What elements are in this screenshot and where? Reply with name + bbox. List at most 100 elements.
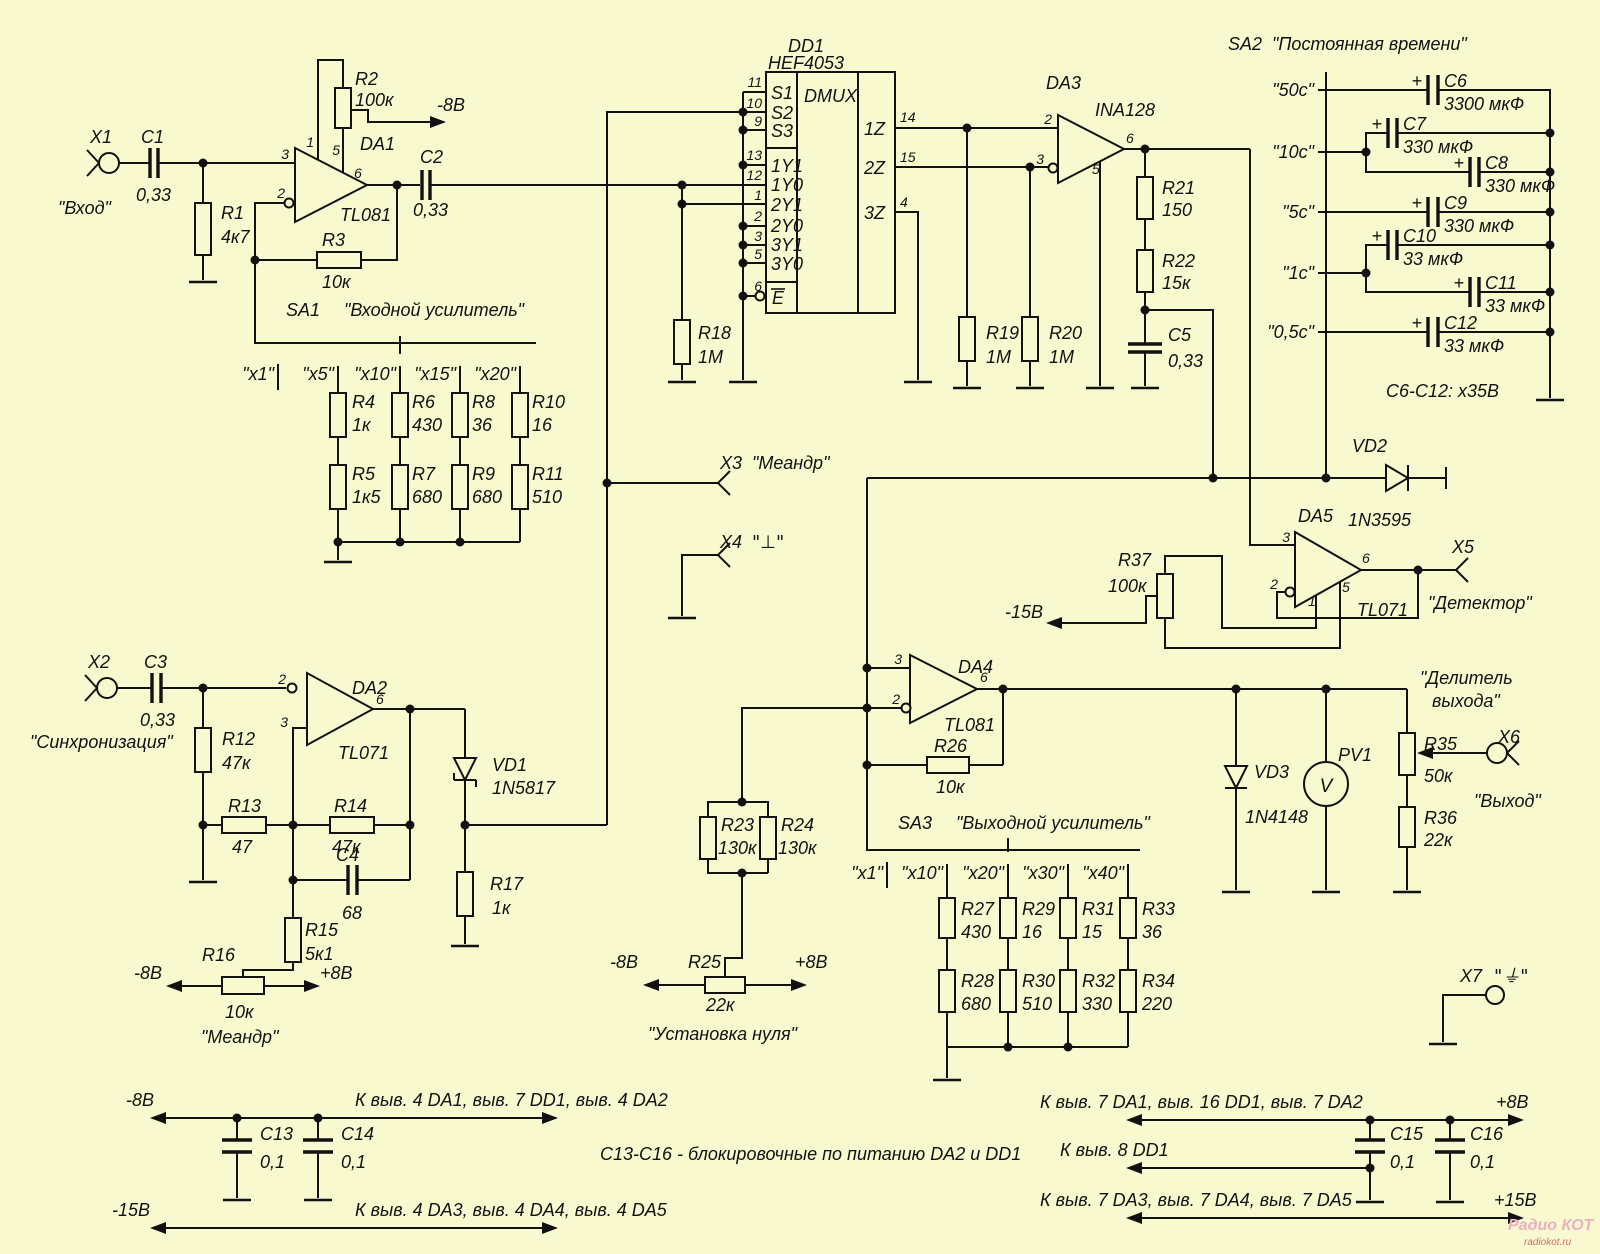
dd1-pin-s3: S3 [771,121,793,141]
r18-ref: R18 [698,323,731,343]
labels-detector: VD2 1N3595 DA5 TL071 3 2 6 5 1 R37 100к … [1005,436,1533,622]
r23-ref: R23 [721,815,754,835]
resistor-r32 [1059,969,1077,1013]
r16-ref: R16 [202,945,236,965]
capacitor-c14 [303,1138,333,1154]
da1-ref: DA1 [360,134,395,154]
da1-pin6: 6 [354,165,362,181]
resistor-r28 [938,969,956,1013]
sa1-pos-x20: "x20" [474,364,517,384]
capacitor-c2 [420,170,432,200]
c11-val: 33 мкФ [1485,296,1545,316]
resistor-r1 [194,202,212,256]
vd1-part: 1N5817 [492,778,556,798]
diode-vd3 [1223,765,1249,791]
dd1-n15: 15 [900,149,916,165]
r22-ref: R22 [1162,251,1195,271]
c6-val: 3300 мкФ [1444,94,1524,114]
capacitor-c11 [1468,277,1481,307]
c12-ref: C12 [1444,313,1477,333]
rail-l2-text: К выв. 4 DA3, выв. 4 DA4, выв. 4 DA5 [355,1200,668,1220]
resistor-r20 [1021,316,1039,362]
r28-ref: R28 [961,971,994,991]
c16-ref: C16 [1470,1124,1504,1144]
r17-val: 1к [492,898,512,918]
dd1-pin-3y1: 3Y1 [771,235,803,255]
supply-m15-da5: -15В [1005,602,1043,622]
r12-val: 47к [222,753,252,773]
c12-val: 33 мкФ [1444,336,1504,356]
resistor-r26 [926,756,970,774]
c15-ref: C15 [1390,1124,1424,1144]
dd1-n6: 6 [754,278,762,294]
dd1-n9: 9 [754,113,762,129]
c14-val: 0,1 [341,1152,366,1172]
r8-ref: R8 [472,392,495,412]
c3-val: 0,33 [140,710,175,730]
sa1-pos-x5: "x5" [302,364,335,384]
resistor-r31 [1059,897,1077,939]
c4-ref: C4 [336,845,359,865]
c5-ref: C5 [1168,325,1192,345]
r4-ref: R4 [352,392,375,412]
r30-ref: R30 [1022,971,1055,991]
pv1-ref: PV1 [1338,745,1372,765]
watermark: Радио КОТ radiokot.ru [1508,1217,1595,1248]
r19-ref: R19 [986,323,1019,343]
dd1-pin-2z: 2Z [863,158,886,178]
x3-ref: X3 [719,453,742,473]
r28-val: 680 [961,994,991,1014]
x1-label: "Вход" [58,198,113,218]
rail-m15: -15В [112,1200,150,1220]
resistor-r24 [759,816,777,860]
labels-sa1-divider: "x1" "x5" "x10" "x15" "x20" R4 1к R5 1к5… [242,364,565,507]
labels-sa3-divider: "x1" "x10" "x20" "x30" "x40" R27 430 R28… [851,863,1175,1014]
opamp-da2 [306,671,376,747]
c11-plus: + [1453,273,1464,293]
da5-pin2: 2 [1269,576,1278,592]
dd1-pin-3z: 3Z [864,203,886,223]
r20-ref: R20 [1049,323,1082,343]
c9-ref: C9 [1444,193,1467,213]
r13-val: 47 [232,837,253,857]
sa3-pos-x40: "x40" [1082,863,1125,883]
resistor-r21 [1136,176,1154,220]
da4-pin6: 6 [980,669,988,685]
divider-label-2: выхода" [1432,691,1501,711]
labels-x3-x4: X3 "Меандр" X4 "⊥" [719,453,831,553]
sa2-pos-05s: "0,5с" [1267,322,1315,342]
c1-ref: C1 [141,127,164,147]
c4-val: 68 [342,903,362,923]
r34-ref: R34 [1142,971,1175,991]
dd1-ref: DD1 [788,36,824,56]
r23-val: 130к [718,838,758,858]
c13-ref: C13 [260,1124,293,1144]
dd1-n2: 2 [753,208,762,224]
diode-vd1 [452,757,478,783]
meandr-note: "Меандр" [201,1027,280,1047]
dd1-pin-s2: S2 [771,103,793,123]
r11-ref: R11 [532,464,564,484]
r18-val: 1M [698,347,723,367]
da5-pin5: 5 [1342,579,1350,595]
resistor-r22 [1136,249,1154,293]
c13-val: 0,1 [260,1152,285,1172]
connector-x1 [98,152,120,174]
r5-ref: R5 [352,464,376,484]
da1-pin3: 3 [281,146,289,162]
da2-ref: DA2 [352,678,387,698]
sa2-pos-10s: "10с" [1272,142,1315,162]
resistor-r9 [451,464,469,510]
sa3-pos-x1: "x1" [851,863,884,883]
r16-val: 10к [225,1002,255,1022]
rail-l1-text: К выв. 4 DA1, выв. 7 DD1, выв. 4 DA2 [355,1090,668,1110]
dd1-part: HEF4053 [768,53,844,73]
resistor-r33 [1119,897,1137,939]
labels-divider: "Делитель выхода" VD3 1N4148 PV1 V R35 5… [1245,668,1542,987]
inverting-input-da2 [286,682,298,694]
dd1-n5: 5 [754,246,762,262]
r14-val: 47к [332,837,362,857]
arrowheads [150,116,1524,1234]
r24-val: 130к [778,838,818,858]
